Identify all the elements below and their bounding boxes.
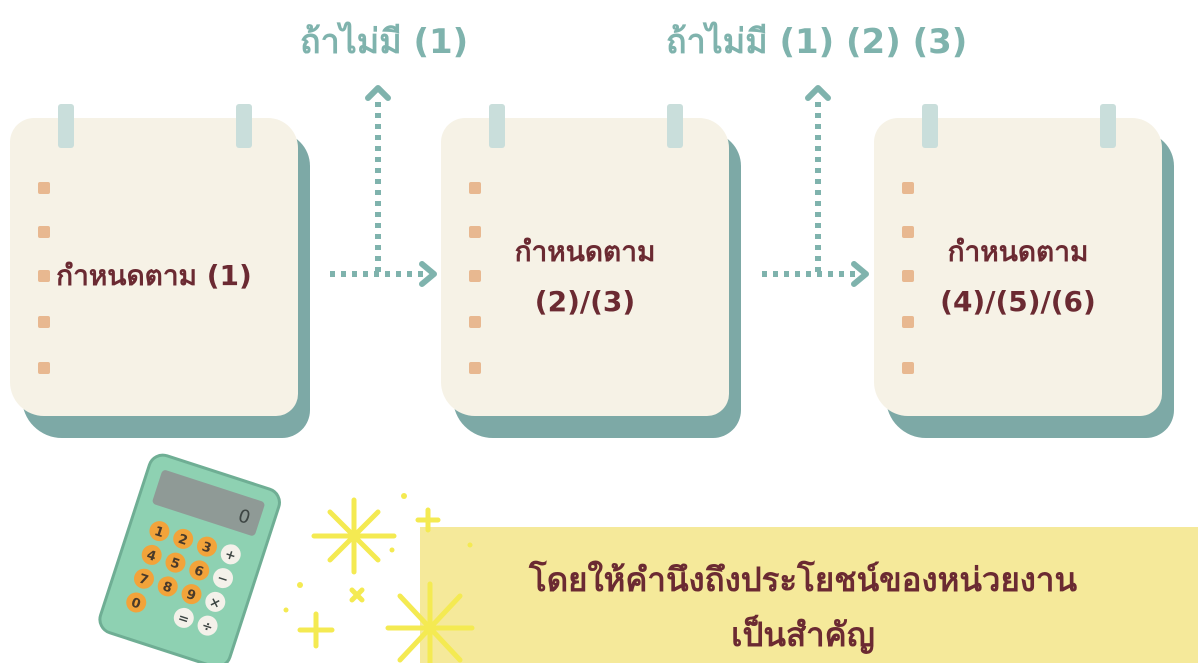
bullet-icon — [38, 316, 50, 328]
footer-line-1: โดยให้คำนึงถึงประโยชน์ของหน่วยงาน — [528, 560, 1077, 599]
note-card-3: กำหนดตาม (4)/(5)/(6) — [874, 104, 1174, 438]
arrow-right-icon — [419, 261, 437, 287]
bullet-icon — [469, 316, 481, 328]
flow-arrow-2 — [762, 100, 860, 277]
highlight-banner — [420, 527, 1198, 663]
bullet-icon — [902, 362, 914, 374]
calculator-key: 9 — [181, 584, 202, 605]
bullet-icon — [902, 270, 914, 282]
calculator-key: + — [220, 544, 241, 565]
calculator-key-label: 2 — [176, 532, 189, 549]
arrow-up-icon — [805, 85, 831, 101]
tape-icon — [922, 104, 938, 148]
note-text-line1: กำหนดตาม — [947, 235, 1089, 268]
bullet-icon — [469, 270, 481, 282]
calculator-key: × — [205, 591, 226, 612]
bullet-icon — [469, 362, 481, 374]
bullet-icon — [38, 226, 50, 238]
sparkle-icon — [297, 497, 475, 663]
sparkle-dots — [283, 493, 473, 613]
note-card-1: กำหนดตาม (1) — [10, 104, 310, 438]
calculator-key-label: 5 — [168, 556, 181, 573]
calculator-key-label: 8 — [161, 579, 174, 596]
calculator-key-label: ÷ — [200, 618, 215, 636]
tape-icon — [58, 104, 74, 148]
calculator-key-label: 4 — [145, 548, 158, 565]
tape-icon — [236, 104, 252, 148]
calculator-key-label: 7 — [137, 572, 150, 589]
flow-arrow-1 — [330, 100, 428, 277]
bullet-icon — [38, 270, 50, 282]
bullet-icon — [902, 226, 914, 238]
bullet-icon — [469, 182, 481, 194]
note-card-2: กำหนดตาม (2)/(3) — [441, 104, 741, 438]
condition-label-2: ถ้าไม่มี (1) (2) (3) — [666, 22, 968, 62]
arrow-up-icon — [365, 85, 391, 101]
note-text-line2: (2)/(3) — [534, 285, 636, 318]
calculator-key-label: 1 — [152, 524, 165, 541]
calculator-key: 8 — [157, 576, 178, 597]
calculator-key: 6 — [189, 560, 210, 581]
bullet-icon — [902, 316, 914, 328]
note-text-line2: (4)/(5)/(6) — [940, 285, 1096, 318]
calculator-key-label: 9 — [184, 587, 197, 604]
bullet-icon — [469, 226, 481, 238]
calculator-key-label: 0 — [129, 595, 142, 612]
calculator-key: − — [213, 568, 234, 589]
calculator-key: 7 — [133, 568, 154, 589]
note-paper: กำหนดตาม (1) — [10, 104, 298, 416]
calculator-key: 2 — [173, 528, 194, 549]
calculator-key: ÷ — [197, 615, 218, 636]
arrow-right-icon — [851, 261, 869, 287]
calculator-key: 5 — [165, 552, 186, 573]
calculator-key-label: × — [207, 594, 222, 612]
bullet-icon — [38, 182, 50, 194]
calculator-key-label: − — [215, 571, 230, 589]
note-text-line1: กำหนดตาม (1) — [56, 259, 252, 292]
bullet-icon — [902, 182, 914, 194]
calculator-key-label: = — [176, 611, 191, 629]
calculator-key: 0 — [126, 592, 147, 613]
calculator-key-label: 3 — [200, 539, 213, 556]
tape-icon — [489, 104, 505, 148]
calculator-key-label: + — [223, 547, 238, 565]
condition-label-1: ถ้าไม่มี (1) — [300, 22, 469, 62]
note-paper: กำหนดตาม (4)/(5)/(6) — [874, 104, 1162, 416]
calculator-key: 4 — [141, 544, 162, 565]
calculator-key-label: 6 — [192, 563, 205, 580]
note-text-line1: กำหนดตาม — [514, 235, 656, 268]
calculator-key: 1 — [149, 521, 170, 542]
note-paper: กำหนดตาม (2)/(3) — [441, 104, 729, 416]
bullet-icon — [38, 362, 50, 374]
tape-icon — [667, 104, 683, 148]
calculator-key: 3 — [196, 536, 217, 557]
footer-line-2: เป็นสำคัญ — [731, 615, 875, 654]
tape-icon — [1100, 104, 1116, 148]
calculator-key: = — [173, 607, 194, 629]
